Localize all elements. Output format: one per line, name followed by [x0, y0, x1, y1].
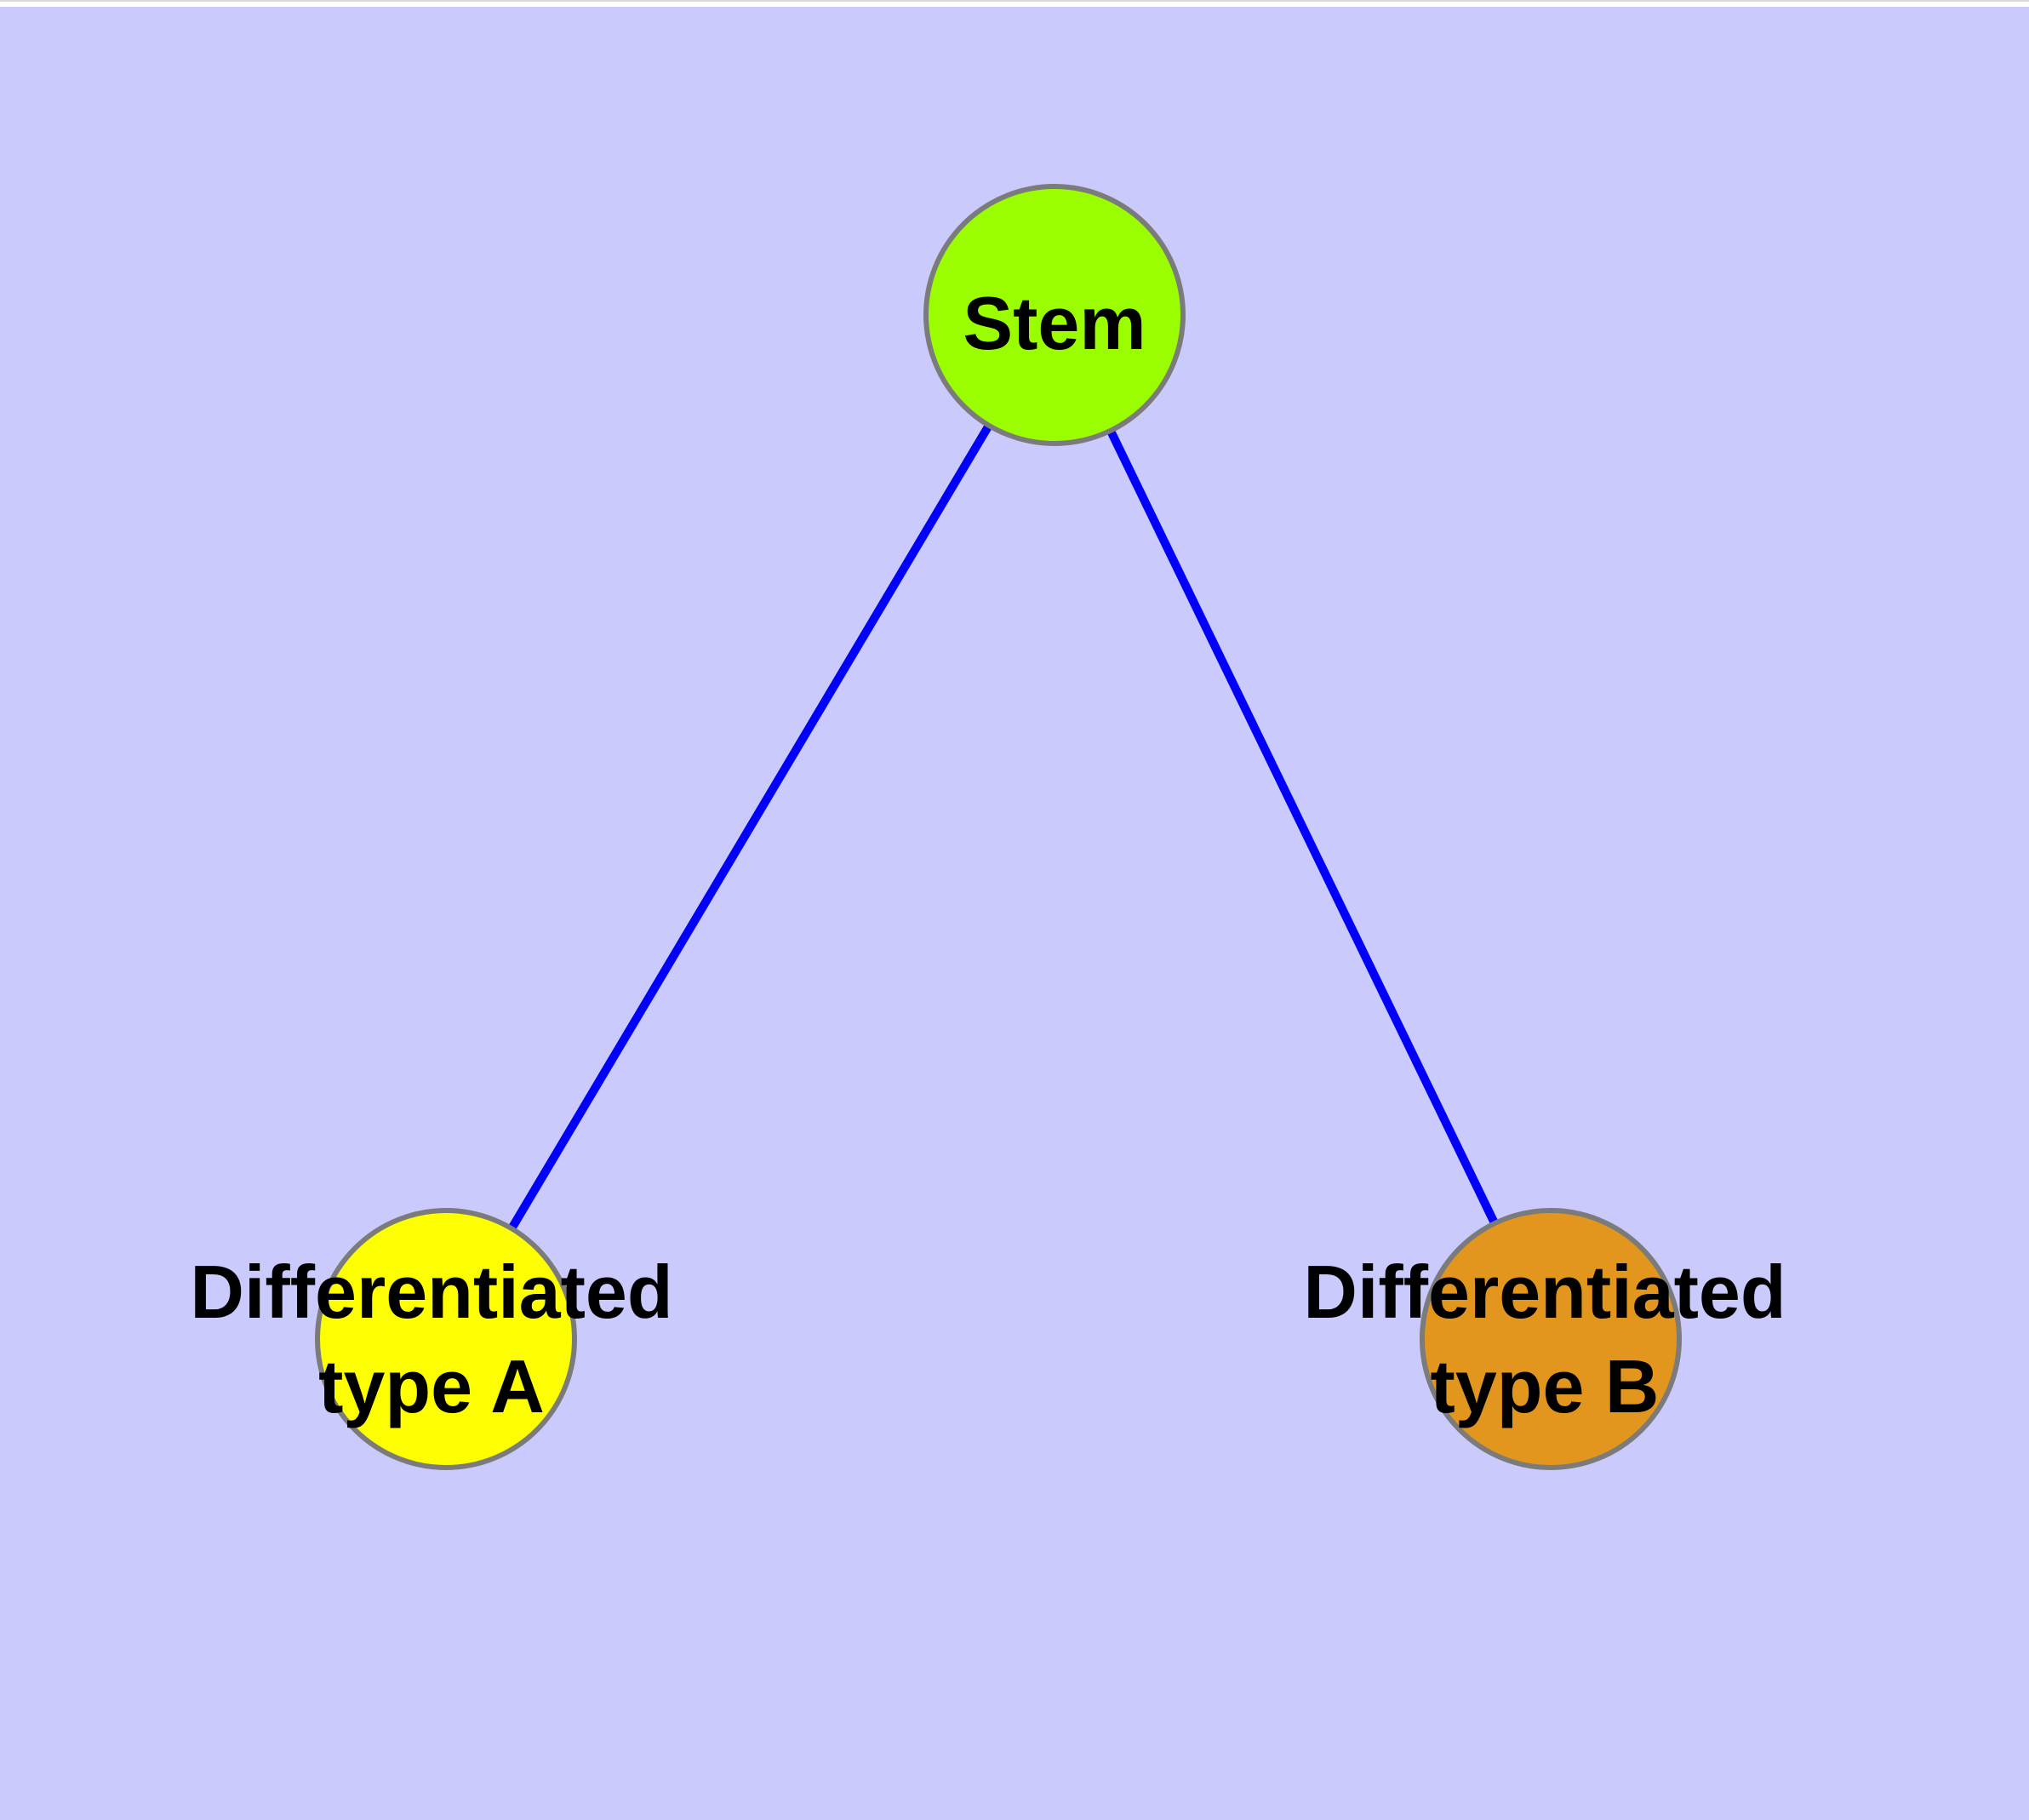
- node-type-b-label-line1: Differentiated: [1303, 1250, 1786, 1334]
- node-stem-label: Stem: [963, 281, 1146, 365]
- node-differentiated-type-a: [315, 1208, 577, 1470]
- node-type-a-label-line1: Differentiated: [190, 1250, 672, 1334]
- edge-stem-to-type-a: [442, 312, 1059, 1342]
- node-differentiated-type-b: [1420, 1208, 1682, 1470]
- node-type-b-label-line2: type B: [1431, 1344, 1660, 1428]
- node-stem: [923, 184, 1186, 446]
- top-strip: [0, 0, 2029, 7]
- node-type-a-label-line2: type A: [318, 1344, 545, 1428]
- edge-stem-to-type-b: [1050, 312, 1555, 1342]
- top-strip-border: [0, 0, 2029, 2]
